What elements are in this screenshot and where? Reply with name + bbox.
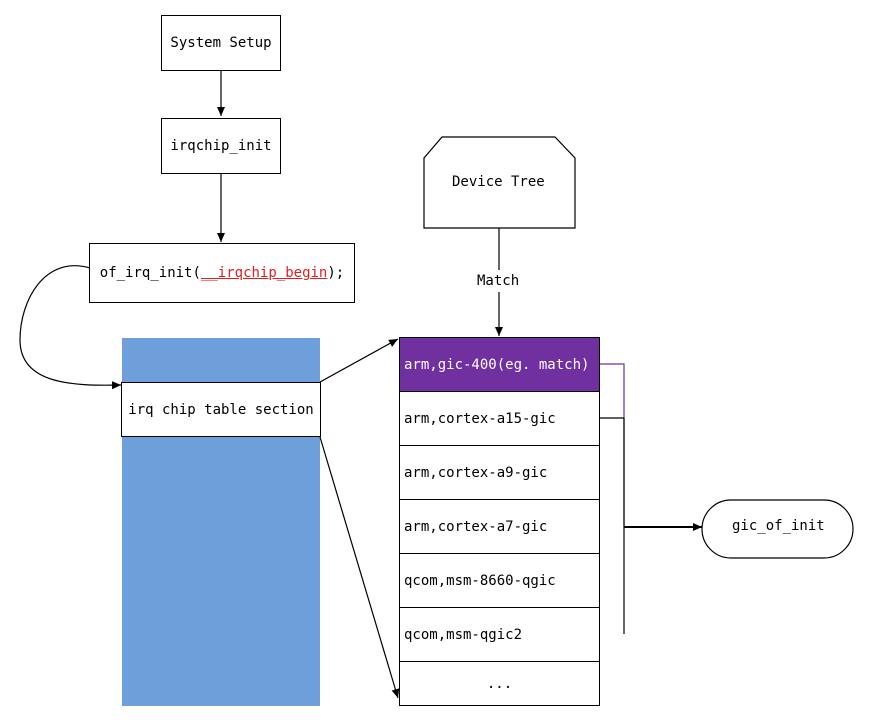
arrow-table-to-list-top xyxy=(319,338,399,383)
irq-table-section-node: irq chip table section xyxy=(121,382,321,437)
device-tree-shape xyxy=(423,136,576,229)
irq-table-section-label: irq chip table section xyxy=(128,401,314,418)
irqchip-init-label: irqchip_init xyxy=(170,138,272,154)
system-setup-label: System Setup xyxy=(170,35,272,51)
irqchip-init-node: irqchip_init xyxy=(161,118,281,174)
device-tree-label: Device Tree xyxy=(452,174,545,190)
of-irq-init-node: of_irq_init(__irqchip_begin); xyxy=(89,243,355,303)
compat-entry-ellipsis: ... xyxy=(399,661,600,706)
arrow-table-to-list-bottom xyxy=(319,436,400,699)
compat-entry: arm,cortex-a15-gic xyxy=(399,391,600,446)
bracket-highlight xyxy=(600,363,625,526)
gic-of-init-shape xyxy=(701,499,854,559)
system-setup-node: System Setup xyxy=(161,15,281,71)
of-irq-init-suffix: ); xyxy=(327,265,345,281)
compat-entry: arm,cortex-a9-gic xyxy=(399,445,600,500)
of-irq-init-prefix: of_irq_init( xyxy=(99,265,201,281)
compat-entry: qcom,msm-8660-qgic xyxy=(399,553,600,608)
compat-entry: arm,cortex-a7-gic xyxy=(399,499,600,554)
of-irq-init-arg: __irqchip_begin xyxy=(200,265,328,281)
compat-entry-match: arm,gic-400(eg. match) xyxy=(399,337,600,392)
match-label: Match xyxy=(477,273,520,289)
arrow-ofirq-to-table xyxy=(19,265,122,390)
gic-of-init-label: gic_of_init xyxy=(732,518,825,534)
compat-entry: qcom,msm-qgic2 xyxy=(399,607,600,662)
